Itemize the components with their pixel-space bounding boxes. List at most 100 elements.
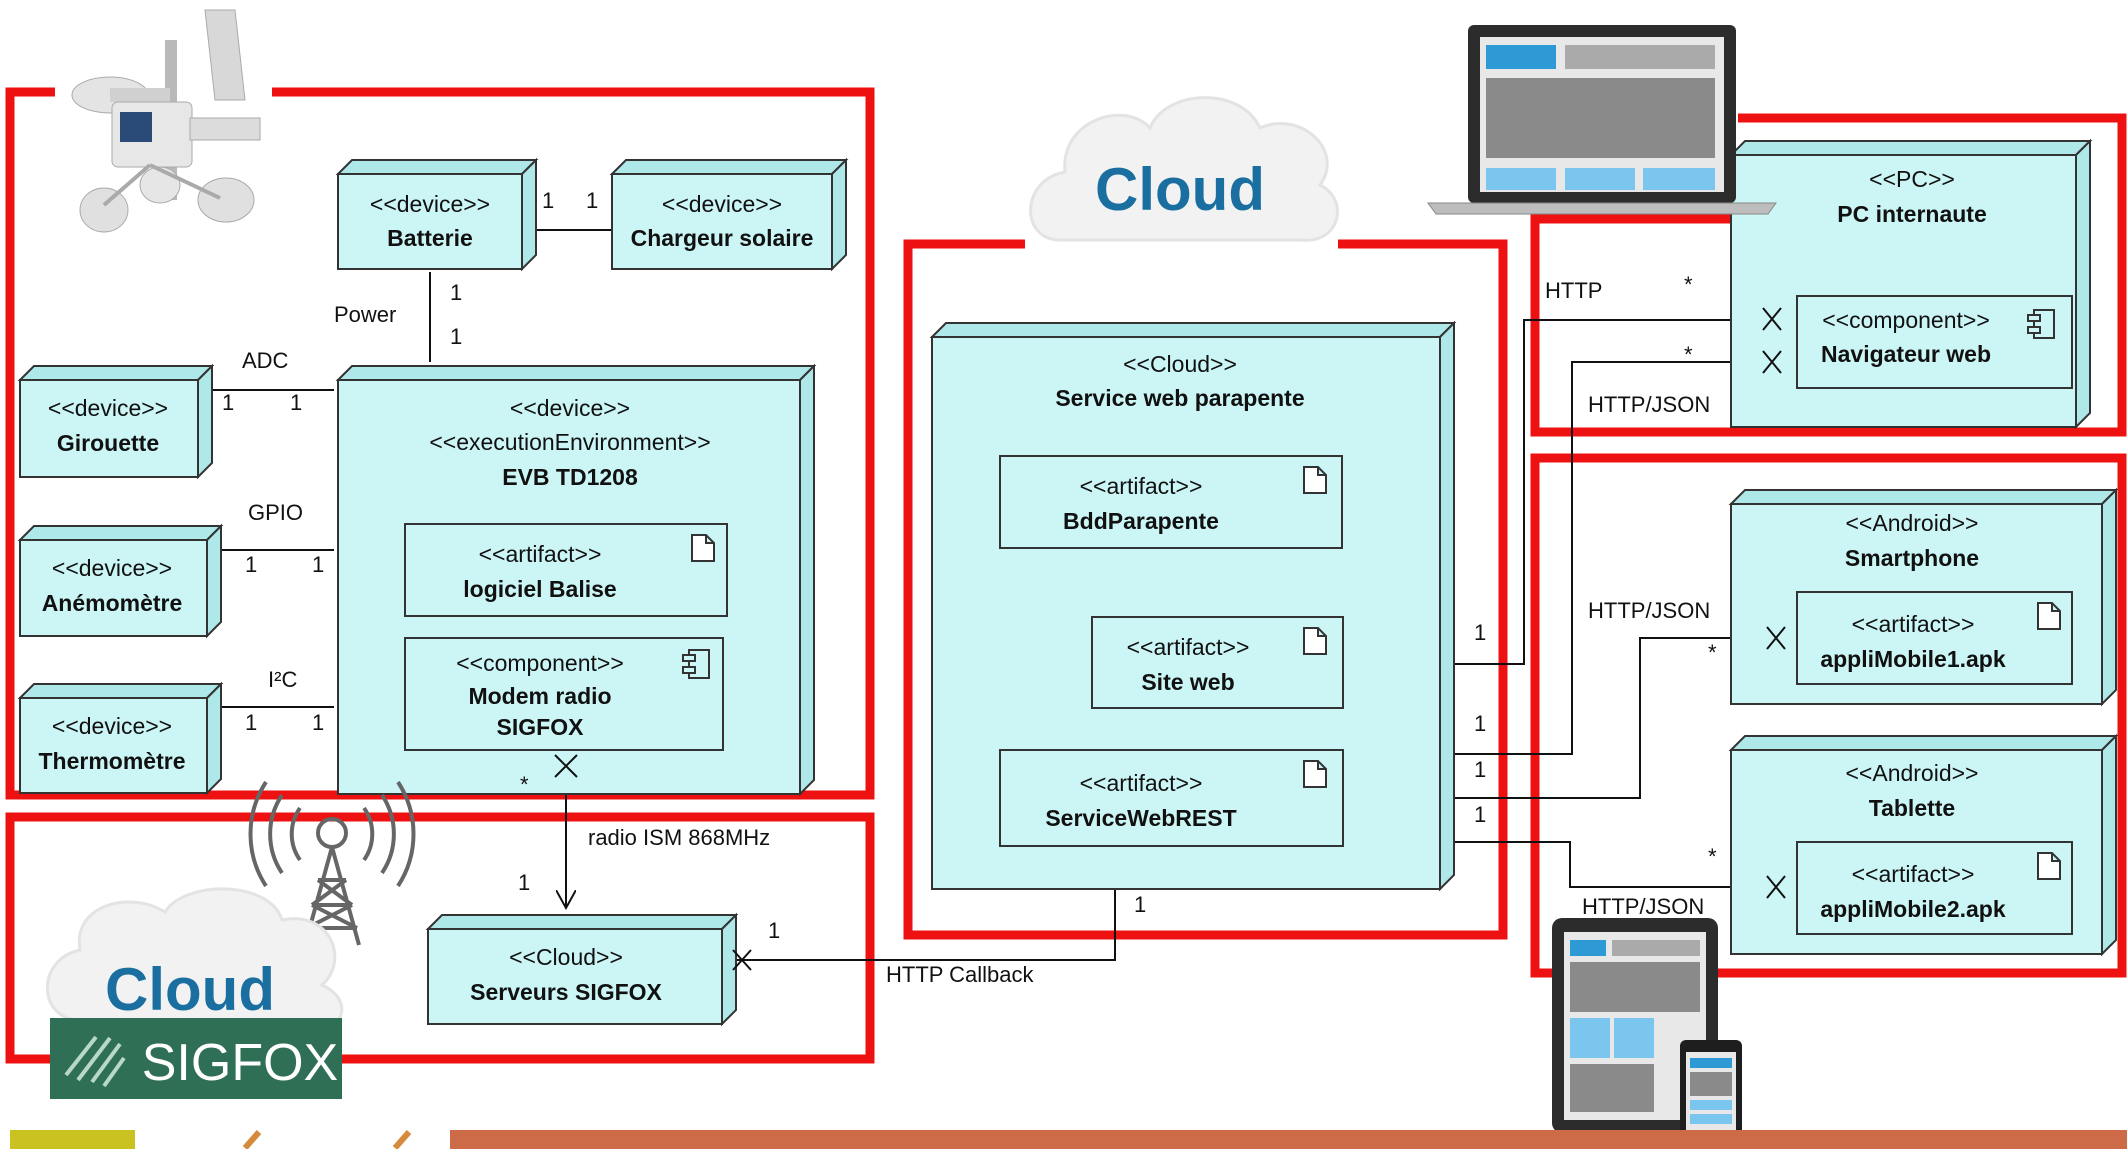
label-http-json-smart: HTTP/JSON (1588, 598, 1710, 623)
thermometre-stereo: <<device>> (52, 713, 172, 739)
modem-name2: SIGFOX (497, 714, 585, 740)
logiciel-name: logiciel Balise (463, 576, 616, 602)
modem-stereo: <<component>> (456, 650, 624, 676)
cloud-bottom-text: Cloud (105, 956, 275, 1023)
tablet-phone-icon (1552, 918, 1742, 1149)
thermometre-name: Thermomètre (39, 748, 186, 774)
cloud-top-icon: Cloud (1029, 96, 1339, 242)
box-modem (404, 637, 724, 751)
mult-star: * (1684, 342, 1693, 367)
link-json-smart (1343, 637, 1797, 798)
mult-star: * (1708, 844, 1717, 869)
cloud-sigfox-icon: Cloud SIGFOX (45, 887, 344, 1099)
mult-1: 1 (290, 390, 302, 415)
connector-labels: Power ADC GPIO I²C radio ISM 868MHz HTTP… (242, 278, 1710, 987)
zone-frames (5, 87, 2127, 1064)
smartphone-stereo: <<Android>> (1845, 510, 1978, 536)
document-icon (1303, 466, 1327, 494)
document-icon (2037, 852, 2061, 880)
mult-1: 1 (1474, 620, 1486, 645)
zone-service-web (903, 239, 1508, 940)
apk2-stereo: <<artifact>> (1852, 861, 1975, 887)
box-logiciel (404, 523, 728, 617)
label-i2c: I²C (268, 667, 297, 692)
multiplicities: 1 1 1 1 1 1 1 1 1 1 * 1 1 1 * * 1 * 1 1 … (222, 188, 1717, 943)
evb-stereo1: <<device>> (510, 395, 630, 421)
batterie-stereo: <<device>> (370, 191, 490, 217)
component-icon (2027, 309, 2055, 339)
box-apk1 (1796, 591, 2073, 685)
document-icon (1303, 627, 1327, 655)
apk2-name: appliMobile2.apk (1820, 896, 2006, 922)
mult-1: 1 (542, 188, 554, 213)
node-thermometre (17, 681, 224, 796)
label-http-json-tab: HTTP/JSON (1582, 894, 1704, 919)
label-http: HTTP (1545, 278, 1602, 303)
bdd-stereo: <<artifact>> (1080, 473, 1203, 499)
navigateur-stereo: <<component>> (1822, 307, 1990, 333)
evb-stereo2: <<executionEnvironment>> (429, 429, 710, 455)
anemometre-name: Anémomètre (42, 590, 183, 616)
mult-1: 1 (450, 280, 462, 305)
navigateur-name: Navigateur web (1821, 341, 1991, 367)
label-radio: radio ISM 868MHz (588, 825, 770, 850)
weather-station-icon (71, 9, 261, 233)
sigfox-logo (50, 1018, 342, 1099)
antenna-tower-icon (248, 780, 416, 946)
serveurs-name: Serveurs SIGFOX (470, 979, 662, 1005)
anemometre-stereo: <<device>> (52, 555, 172, 581)
x-marks (554, 307, 1786, 971)
label-http-json-pc: HTTP/JSON (1588, 392, 1710, 417)
zone-android (1530, 453, 2127, 978)
link-json-pc (1343, 361, 1776, 754)
laptop-icon (1427, 25, 1777, 215)
document-icon (2037, 602, 2061, 630)
mult-1: 1 (1134, 892, 1146, 917)
mult-star: * (1684, 272, 1693, 297)
service-name: Service web parapente (1055, 385, 1304, 411)
siteweb-name: Site web (1141, 669, 1234, 695)
document-icon (691, 534, 715, 562)
mult-1: 1 (1474, 802, 1486, 827)
box-apk2 (1796, 841, 2073, 935)
link-json-tab (1343, 842, 1797, 888)
bdd-name: BddParapente (1063, 508, 1219, 534)
apk1-name: appliMobile1.apk (1820, 646, 2006, 672)
mult-1: 1 (450, 324, 462, 349)
logiciel-stereo: <<artifact>> (479, 541, 602, 567)
box-navigateur (1796, 295, 2073, 389)
apk1-stereo: <<artifact>> (1852, 611, 1975, 637)
rest-stereo: <<artifact>> (1080, 770, 1203, 796)
label-http-callback: HTTP Callback (886, 962, 1035, 987)
tablette-stereo: <<Android>> (1845, 760, 1978, 786)
tablette-name: Tablette (1869, 795, 1955, 821)
mult-1: 1 (245, 710, 257, 735)
smartphone-name: Smartphone (1845, 545, 1979, 571)
uml-nodes (17, 138, 2119, 1027)
mult-1: 1 (586, 188, 598, 213)
sigfox-mark (64, 1035, 126, 1088)
mult-1: 1 (518, 870, 530, 895)
mult-1: 1 (222, 390, 234, 415)
node-serveurs (425, 912, 739, 1027)
siteweb-stereo: <<artifact>> (1127, 634, 1250, 660)
modem-name1: Modem radio (468, 683, 611, 709)
batterie-name: Batterie (387, 225, 473, 251)
label-adc: ADC (242, 348, 289, 373)
evb-name: EVB TD1208 (502, 464, 638, 490)
label-gpio: GPIO (248, 500, 303, 525)
zone-sigfox (5, 812, 875, 1064)
mult-star: * (1708, 640, 1717, 665)
girouette-name: Girouette (57, 430, 159, 456)
chargeur-stereo: <<device>> (662, 191, 782, 217)
zone-pc (1530, 113, 2127, 437)
box-bdd (999, 455, 1343, 549)
node-texts: <<device>> Batterie <<device>> Chargeur … (39, 166, 2006, 1005)
girouette-stereo: <<device>> (48, 395, 168, 421)
mult-1: 1 (768, 918, 780, 943)
component-icon (682, 649, 710, 679)
label-power: Power (334, 302, 396, 327)
node-batterie (335, 157, 539, 272)
mult-1: 1 (245, 552, 257, 577)
